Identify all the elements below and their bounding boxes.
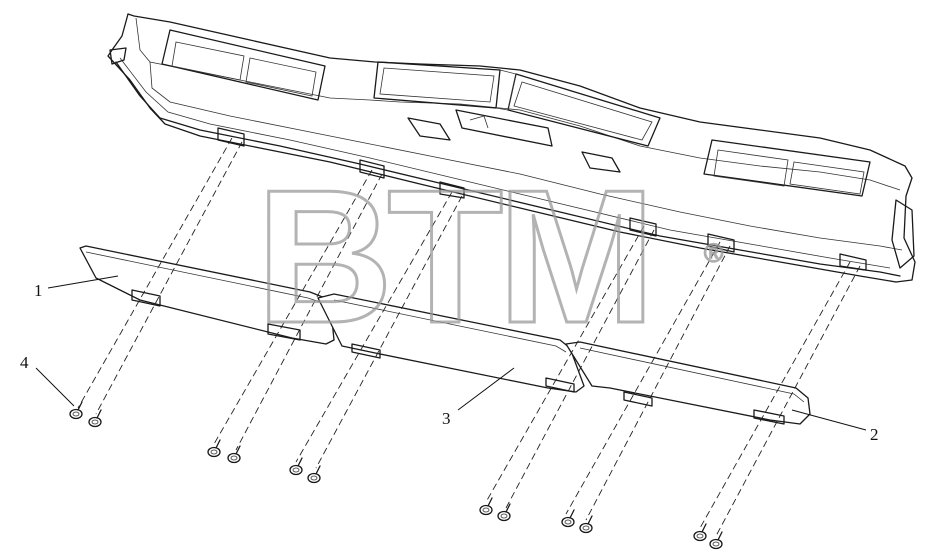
callout-4: 4 — [20, 353, 75, 407]
screw — [207, 439, 221, 458]
main-trim-housing — [107, 13, 916, 283]
screw — [479, 497, 493, 516]
callout-label-1: 1 — [34, 281, 43, 300]
screw — [227, 445, 241, 464]
screw — [289, 457, 303, 476]
mount-tab-4 — [629, 217, 657, 237]
cover-panel-1 — [79, 245, 335, 345]
watermark-registered-mark: ® — [704, 238, 723, 268]
callout-3: 3 — [442, 367, 515, 428]
screw — [497, 503, 511, 522]
mount-tab-6 — [839, 253, 867, 271]
screw — [88, 409, 102, 428]
callout-2: 2 — [791, 409, 879, 444]
callout-1: 1 — [34, 275, 119, 300]
callout-label-2: 2 — [870, 425, 879, 444]
screw-set — [69, 401, 723, 550]
screw — [709, 531, 723, 550]
screw — [561, 509, 575, 528]
callout-label-4: 4 — [20, 353, 29, 372]
screw — [579, 515, 593, 534]
callout-label-3: 3 — [442, 409, 451, 428]
mount-tab-1 — [217, 127, 245, 147]
mount-tab-3 — [439, 181, 465, 199]
mount-tab-2 — [359, 159, 385, 179]
screw — [693, 523, 707, 542]
mount-tab-5 — [707, 233, 735, 253]
screw — [69, 401, 83, 420]
cover-panel-2 — [565, 341, 811, 425]
screw — [307, 465, 321, 484]
assembly-axis-lines — [77, 137, 861, 537]
watermark-text: BTM — [256, 151, 650, 363]
